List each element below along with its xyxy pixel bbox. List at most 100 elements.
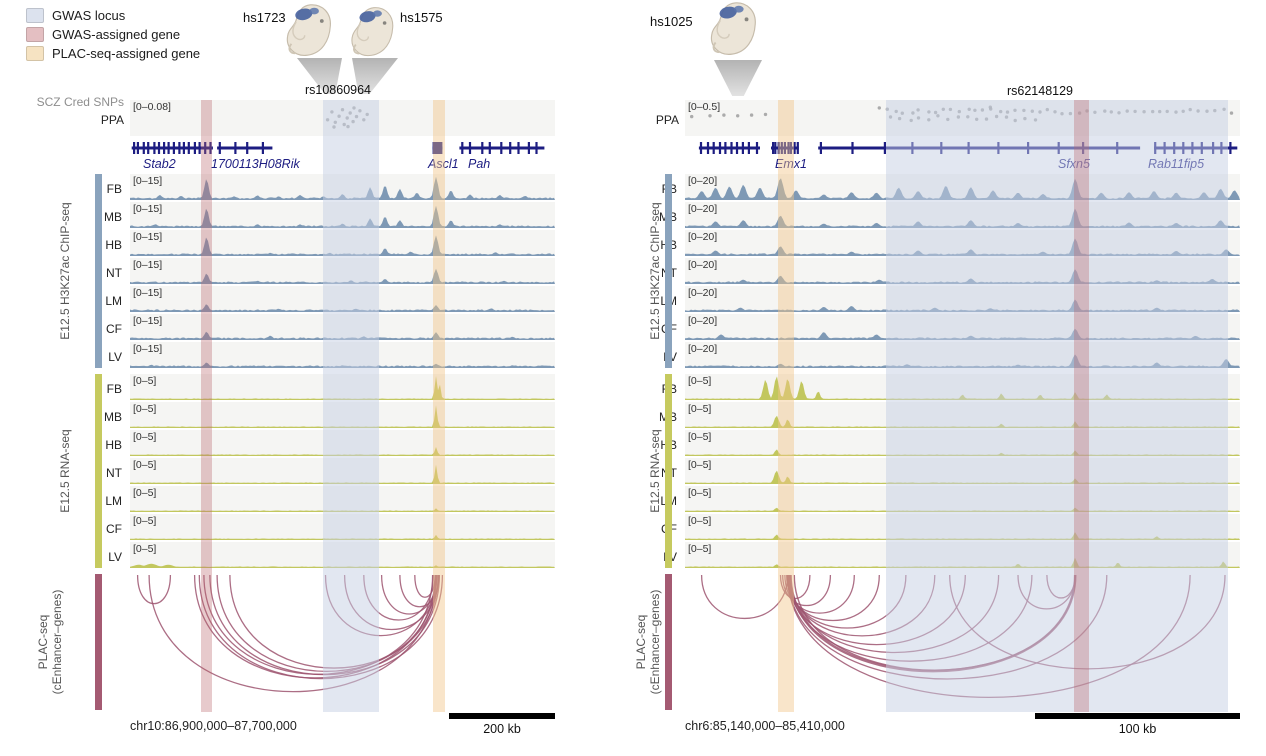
legend-label: GWAS-assigned gene bbox=[52, 27, 181, 42]
snp-rsid-label: rs62148129 bbox=[1006, 84, 1074, 98]
rna-track-row: [0–5] bbox=[685, 402, 1240, 428]
chip-track-row: [0–20] bbox=[685, 258, 1240, 284]
plac-group-bar bbox=[665, 574, 672, 710]
rna-group-label: E12.5 RNA-seq bbox=[58, 429, 72, 513]
plac-label-line1: PLAC-seq bbox=[36, 614, 50, 670]
gene-name: Pah bbox=[468, 157, 491, 171]
scale-bar bbox=[1035, 713, 1240, 719]
rna-track-row: [0–5] bbox=[130, 402, 555, 428]
track-tissue-label: HB bbox=[105, 238, 122, 252]
gene-track bbox=[130, 140, 555, 156]
track-range: [0–20] bbox=[688, 231, 718, 243]
chip-track-row: [0–15] bbox=[130, 258, 555, 284]
track-range: [0–5] bbox=[688, 375, 712, 387]
rna-track-row: [0–5] bbox=[130, 430, 555, 456]
track-tissue-label: LM bbox=[105, 294, 122, 308]
track-range: [0–20] bbox=[688, 287, 718, 299]
embryo-svg bbox=[286, 4, 331, 56]
gene-name: Rab11fip5 bbox=[1148, 157, 1205, 171]
rna-track-row: [0–5] bbox=[685, 486, 1240, 512]
rna-track-row: [0–5] bbox=[130, 486, 555, 512]
chip-group-bar bbox=[95, 174, 102, 368]
rna-track-row: [0–5] bbox=[685, 458, 1240, 484]
chip-track-row: [0–20] bbox=[685, 230, 1240, 256]
gene-name: Stab2 bbox=[143, 157, 176, 171]
legend-item-gwas-gene: GWAS-assigned gene bbox=[26, 27, 200, 42]
track-tissue-label: CF bbox=[106, 322, 122, 336]
legend-swatch-gwas-gene bbox=[26, 27, 44, 42]
snp-track-label: SCZ Cred SNPs bbox=[36, 95, 124, 109]
legend-item-gwas-locus: GWAS locus bbox=[26, 8, 200, 23]
track-range: [0–5] bbox=[133, 515, 157, 527]
rna-track-row: [0–5] bbox=[130, 514, 555, 540]
gene-name: Sfxn5 bbox=[1058, 157, 1090, 171]
legend-swatch-gwas-locus bbox=[26, 8, 44, 23]
ppa-range: [0–0.08] bbox=[133, 101, 171, 113]
chip-track-row: [0–15] bbox=[130, 342, 555, 368]
rna-track-row: [0–5] bbox=[685, 514, 1240, 540]
chip-group-bar bbox=[665, 174, 672, 368]
track-tissue-label: FB bbox=[106, 382, 122, 396]
chip-track-row: [0–15] bbox=[130, 174, 555, 200]
chip-group-label: E12.5 H3K27ac ChIP-seq bbox=[648, 202, 662, 340]
legend-label: GWAS locus bbox=[52, 8, 126, 23]
embryo-image bbox=[345, 5, 399, 59]
track-range: [0–20] bbox=[688, 343, 718, 355]
enhancer-label: hs1025 bbox=[650, 14, 693, 29]
track-range: [0–20] bbox=[688, 259, 718, 271]
legend: GWAS locus GWAS-assigned gene PLAC-seq-a… bbox=[26, 8, 200, 65]
enhancer-arrow bbox=[714, 60, 762, 96]
plac-label-line2: (cEnhancer–genes) bbox=[648, 589, 662, 695]
track-range: [0–15] bbox=[133, 343, 163, 355]
chip-track-row: [0–20] bbox=[685, 174, 1240, 200]
rna-group-bar bbox=[665, 374, 672, 568]
track-range: [0–5] bbox=[688, 515, 712, 527]
rna-track-row: [0–5] bbox=[685, 542, 1240, 568]
track-range: [0–20] bbox=[688, 315, 718, 327]
ppa-range: [0–0.5] bbox=[688, 101, 721, 113]
gene-name: 1700113H08Rik bbox=[211, 157, 300, 171]
rna-track-row: [0–5] bbox=[130, 374, 555, 400]
plac-label-line2: (cEnhancer–genes) bbox=[50, 589, 64, 695]
chip-track-row: [0–15] bbox=[130, 202, 555, 228]
track-tissue-label: LV bbox=[108, 550, 122, 564]
chip-track-row: [0–20] bbox=[685, 314, 1240, 340]
track-range: [0–5] bbox=[688, 543, 712, 555]
rna-group-label: E12.5 RNA-seq bbox=[648, 429, 662, 513]
enhancer-label: hs1575 bbox=[400, 10, 443, 25]
track-tissue-label: MB bbox=[104, 210, 122, 224]
coordinates-label: chr10:86,900,000–87,700,000 bbox=[130, 719, 297, 733]
plac-group-label: PLAC-seq(cEnhancer–genes) bbox=[36, 574, 64, 710]
track-tissue-label: CF bbox=[106, 522, 122, 536]
track-range: [0–15] bbox=[133, 315, 163, 327]
track-range: [0–5] bbox=[133, 543, 157, 555]
legend-item-plac-gene: PLAC-seq-assigned gene bbox=[26, 46, 200, 61]
track-range: [0–5] bbox=[133, 431, 157, 443]
track-range: [0–5] bbox=[688, 487, 712, 499]
rna-track-row: [0–5] bbox=[685, 374, 1240, 400]
gene-name: Ascl1 bbox=[428, 157, 459, 171]
track-range: [0–15] bbox=[133, 231, 163, 243]
scale-bar bbox=[449, 713, 555, 719]
rna-group-bar bbox=[95, 374, 102, 568]
track-range: [0–15] bbox=[133, 203, 163, 215]
track-tissue-label: MB bbox=[104, 410, 122, 424]
gene-name: Emx1 bbox=[775, 157, 807, 171]
chip-track-row: [0–15] bbox=[130, 286, 555, 312]
track-range: [0–5] bbox=[688, 459, 712, 471]
track-range: [0–5] bbox=[133, 487, 157, 499]
chip-group-label: E12.5 H3K27ac ChIP-seq bbox=[58, 202, 72, 340]
ppa-label: PPA bbox=[655, 113, 679, 127]
legend-label: PLAC-seq-assigned gene bbox=[52, 46, 201, 61]
track-range: [0–15] bbox=[133, 287, 163, 299]
track-range: [0–5] bbox=[688, 403, 712, 415]
rna-track-row: [0–5] bbox=[130, 542, 555, 568]
track-tissue-label: FB bbox=[106, 182, 122, 196]
snp-rsid-label: rs10860964 bbox=[304, 83, 372, 97]
chip-track-row: [0–20] bbox=[685, 202, 1240, 228]
gene-track bbox=[685, 140, 1240, 156]
scale-bar-label: 100 kb bbox=[1118, 722, 1157, 736]
track-tissue-label: LV bbox=[108, 350, 122, 364]
chip-track-row: [0–20] bbox=[685, 286, 1240, 312]
